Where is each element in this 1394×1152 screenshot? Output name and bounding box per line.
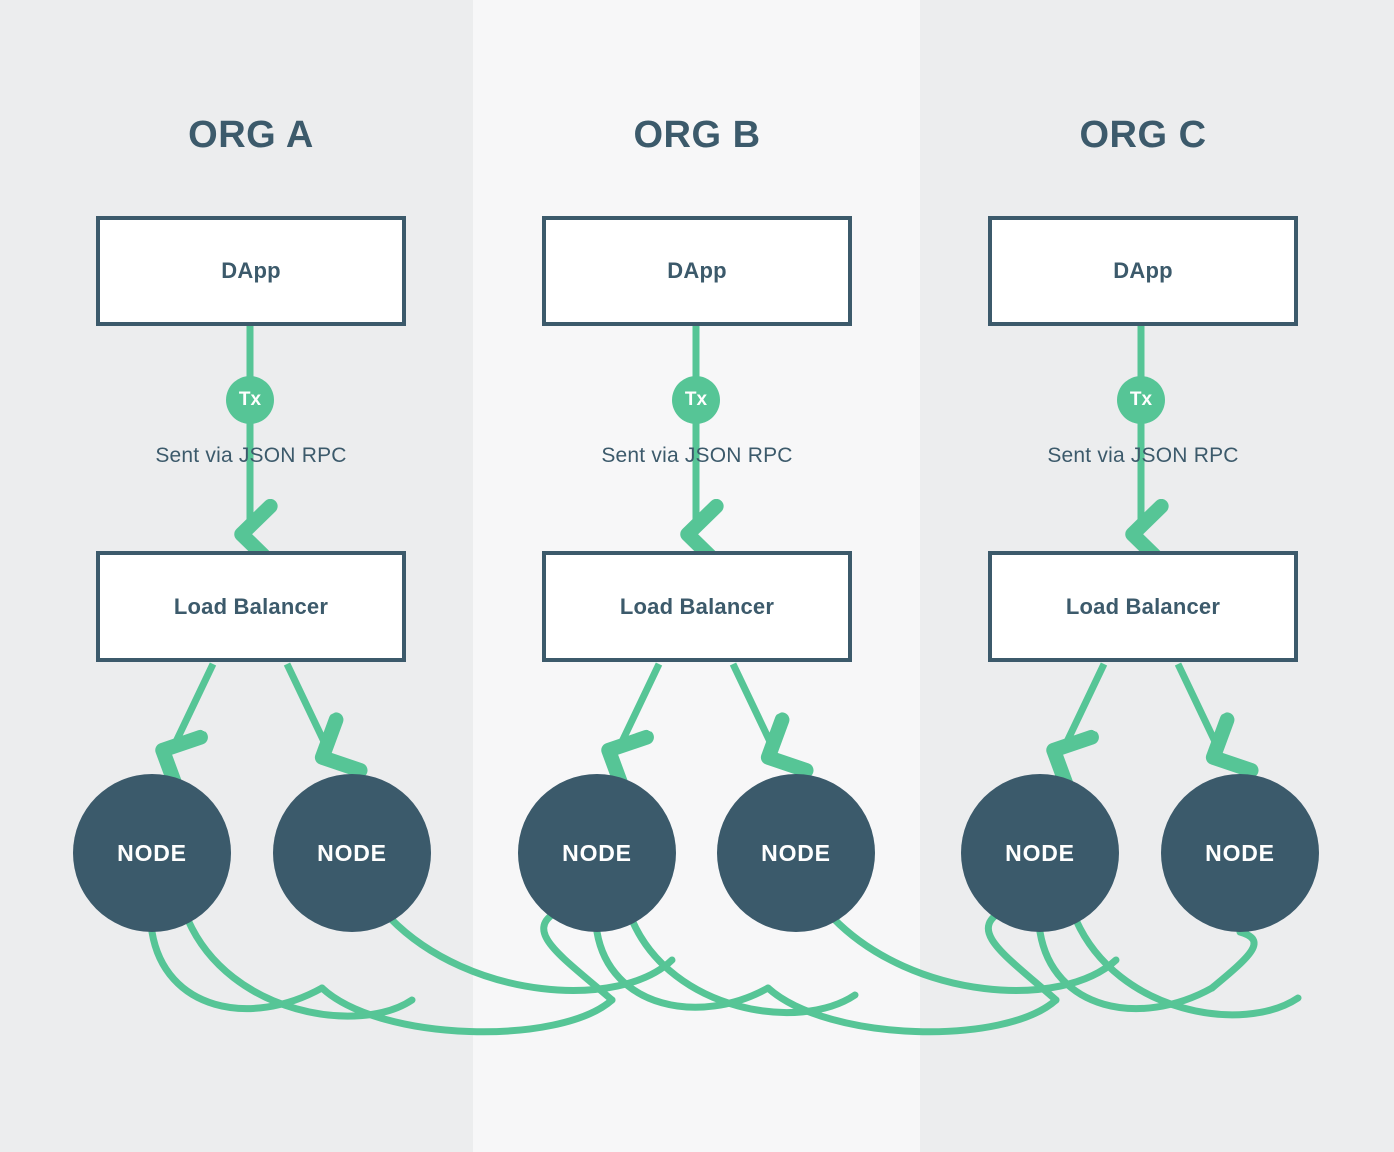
tx-badge-org-c[interactable]: Tx xyxy=(1117,376,1165,424)
node-label: NODE xyxy=(317,839,387,866)
node-org-b-1[interactable]: NODE xyxy=(518,774,676,932)
node-org-c-2[interactable]: NODE xyxy=(1161,774,1319,932)
node-label: NODE xyxy=(1005,839,1075,866)
dapp-label: DApp xyxy=(221,258,281,283)
tx-badge-org-b[interactable]: Tx xyxy=(672,376,720,424)
org-title-a: ORG A xyxy=(188,114,314,156)
load-balancer-box-org-b[interactable]: Load Balancer xyxy=(542,551,852,662)
node-org-c-1[interactable]: NODE xyxy=(961,774,1119,932)
load-balancer-box-org-c[interactable]: Load Balancer xyxy=(988,551,1298,662)
dapp-label: DApp xyxy=(667,258,727,283)
load-balancer-label: Load Balancer xyxy=(173,593,329,619)
load-balancer-label: Load Balancer xyxy=(1065,593,1221,619)
rpc-label-org-a: Sent via JSON RPC xyxy=(155,444,347,467)
rpc-label-org-b: Sent via JSON RPC xyxy=(601,444,793,467)
dapp-box-org-b[interactable]: DApp xyxy=(542,216,852,326)
rpc-label-org-c: Sent via JSON RPC xyxy=(1047,444,1239,467)
tx-label: Tx xyxy=(684,389,708,410)
tx-label: Tx xyxy=(1129,389,1153,410)
load-balancer-box-org-a[interactable]: Load Balancer xyxy=(96,551,406,662)
org-title-c: ORG C xyxy=(1079,114,1207,156)
tx-badge-org-a[interactable]: Tx xyxy=(226,376,274,424)
node-label: NODE xyxy=(761,839,831,866)
tx-label: Tx xyxy=(238,389,262,410)
node-label: NODE xyxy=(562,839,632,866)
node-org-b-2[interactable]: NODE xyxy=(717,774,875,932)
node-org-a-1[interactable]: NODE xyxy=(73,774,231,932)
dapp-box-org-c[interactable]: DApp xyxy=(988,216,1298,326)
load-balancer-label: Load Balancer xyxy=(619,593,775,619)
node-org-a-2[interactable]: NODE xyxy=(273,774,431,932)
dapp-box-org-a[interactable]: DApp xyxy=(96,216,406,326)
org-title-b: ORG B xyxy=(633,114,761,156)
node-label: NODE xyxy=(117,839,187,866)
node-label: NODE xyxy=(1205,839,1275,866)
dapp-label: DApp xyxy=(1113,258,1173,283)
